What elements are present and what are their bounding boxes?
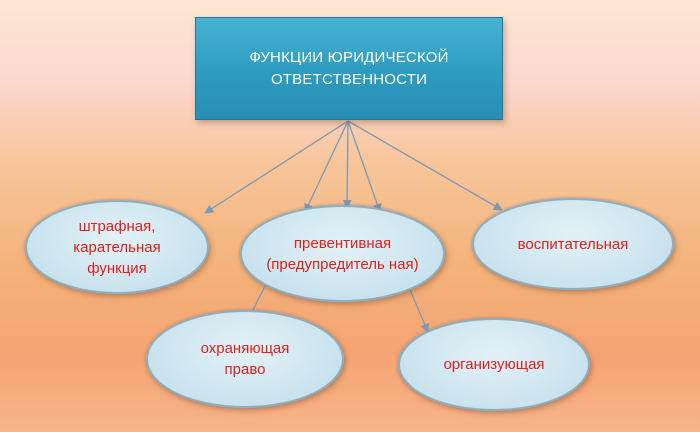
connector-preventivnaya-to-organizuyushchaya (409, 289, 429, 333)
node-organizuyushchaya: организующая (398, 318, 590, 411)
node-label: охраняющая право (200, 340, 290, 378)
node-okhranyayushchaya: охраняющая право (146, 310, 344, 408)
connector-title-to-preventivnaya-left (304, 120, 349, 213)
node-label: превентивная (предупредитель ная) (266, 234, 419, 273)
title-box: ФУНКЦИИ ЮРИДИЧЕСКОЙ ОТВЕТСТВЕННОСТИ (195, 17, 503, 120)
connector-title-to-preventivnaya-center (342, 120, 352, 209)
connector-title-to-vospitatelnaya (347, 120, 503, 211)
node-preventivnaya: превентивная (предупредитель ная) (240, 205, 445, 302)
node-vospitatelnaya: воспитательная (472, 198, 674, 290)
node-label: организующая (443, 356, 545, 373)
connector-title-to-shtrafnaya (204, 120, 349, 214)
connector-title-to-preventivnaya-right (347, 120, 382, 213)
node-label: штрафная, карательная функция (73, 217, 161, 277)
diagram-title: ФУНКЦИИ ЮРИДИЧЕСКОЙ ОТВЕТСТВЕННОСТИ (249, 48, 449, 88)
node-label: воспитательная (517, 235, 629, 253)
node-shtrafnaya: штрафная, карательная функция (25, 200, 209, 294)
